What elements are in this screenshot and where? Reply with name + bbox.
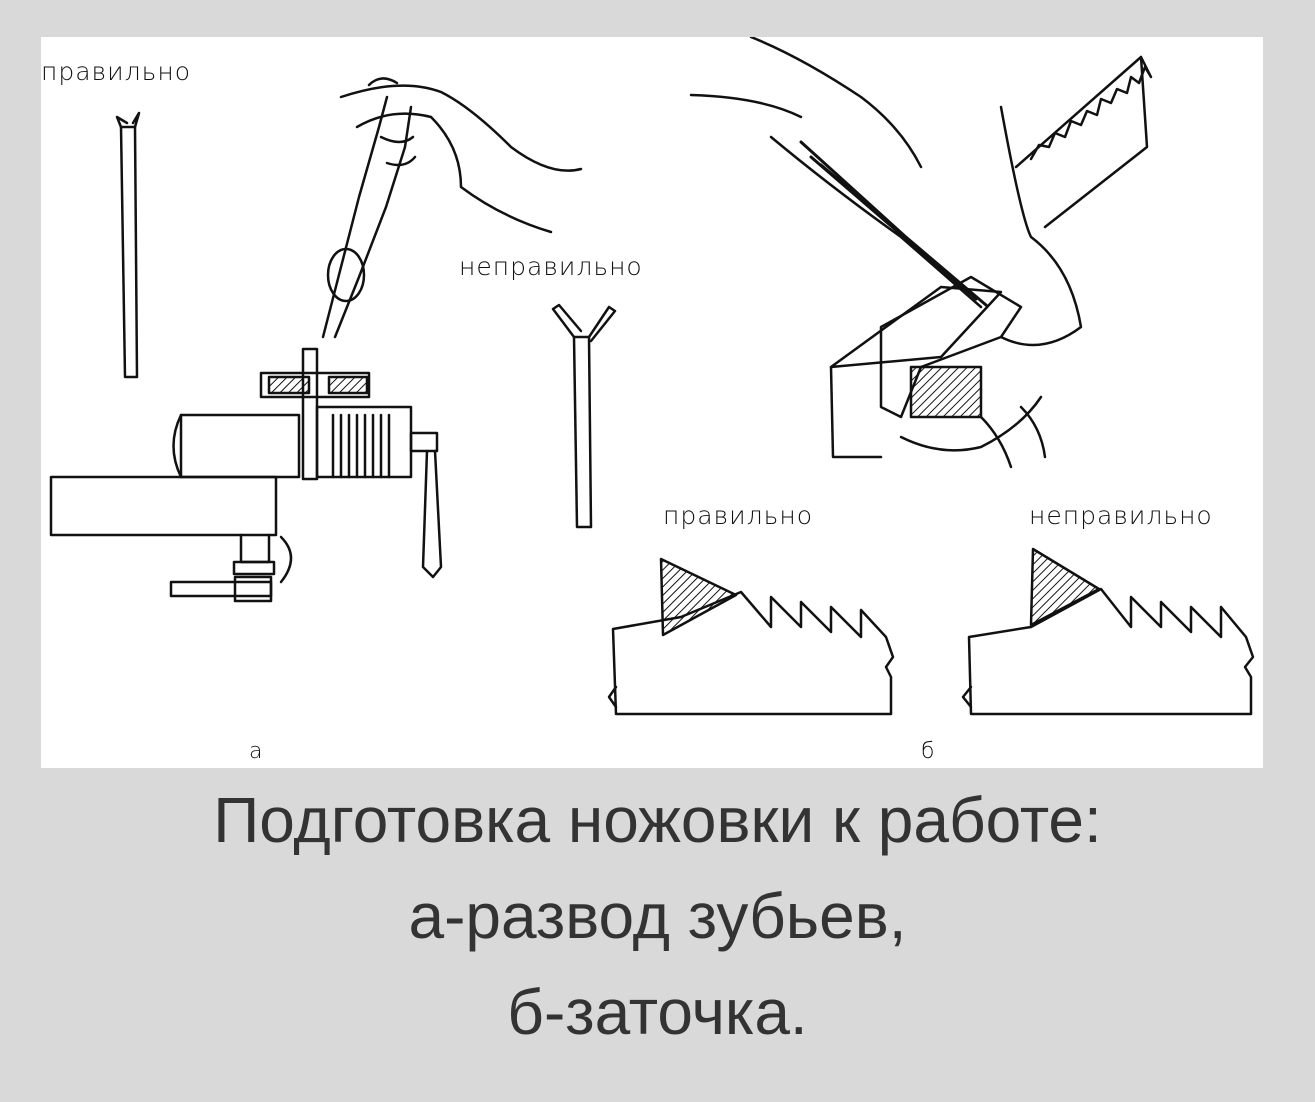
file-profile-incorrect bbox=[1029, 547, 1101, 627]
sublabel-a: а bbox=[249, 739, 264, 764]
tooth-profile-incorrect bbox=[961, 547, 1255, 716]
caption-line-3: б-заточка. bbox=[507, 976, 808, 1048]
figure-caption: Подготовка ножовки к работе: а-развод зу… bbox=[0, 772, 1315, 1092]
incorrect-blade-bent bbox=[551, 303, 617, 529]
sharpening-hand-and-file bbox=[689, 37, 1153, 469]
label-correct-bottom: правильно bbox=[663, 501, 814, 530]
tooth-profile-correct bbox=[607, 557, 895, 716]
file-profile-correct bbox=[659, 557, 738, 637]
bench-vise bbox=[49, 347, 443, 603]
sublabel-b: б bbox=[921, 739, 936, 764]
caption-line-2: а-развод зубьев, bbox=[408, 880, 907, 952]
pliers-and-hand bbox=[321, 77, 583, 339]
label-incorrect-bottom: неправильно bbox=[1029, 501, 1213, 530]
caption-line-1: Подготовка ножовки к работе: bbox=[213, 784, 1102, 856]
correct-blade-straight bbox=[115, 111, 141, 379]
label-incorrect-middle: неправильно bbox=[459, 252, 643, 281]
label-correct-top: правильно bbox=[41, 57, 192, 86]
figure-illustration bbox=[49, 37, 1255, 716]
figure-panel: правильно неправильно правильно неправил… bbox=[41, 37, 1263, 768]
